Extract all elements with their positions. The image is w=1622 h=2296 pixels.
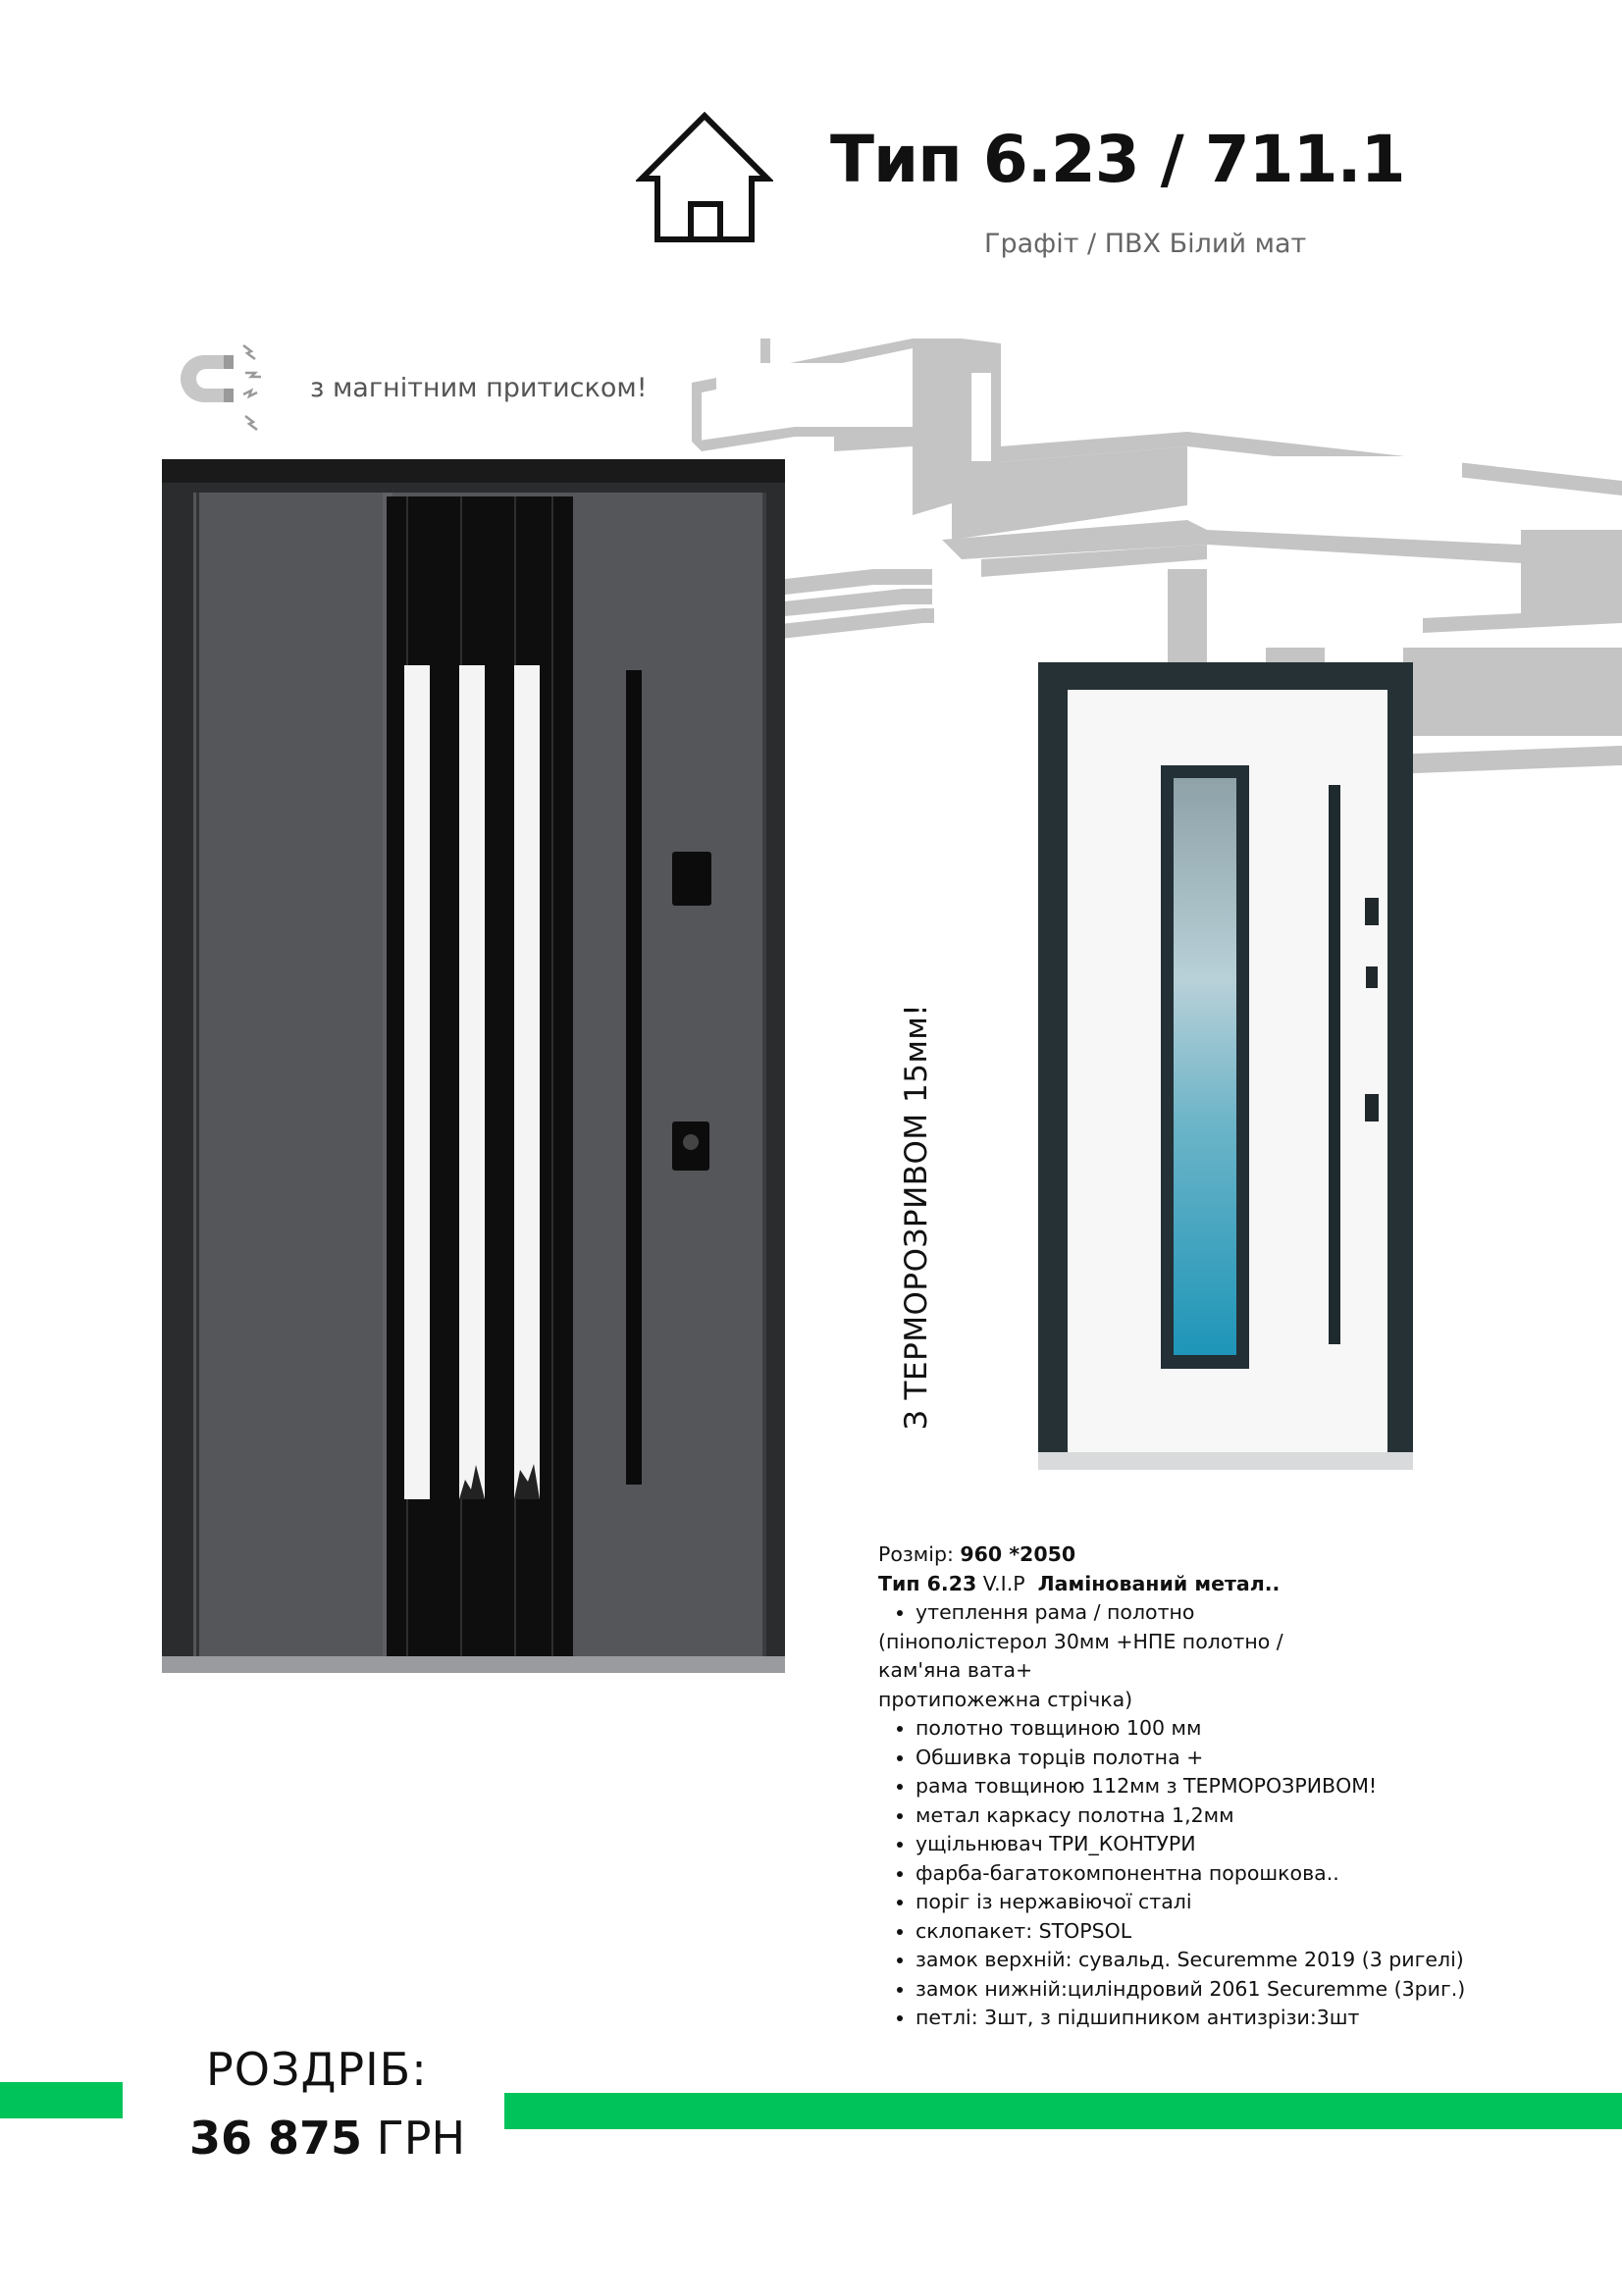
accent-bar-left [0,2082,123,2118]
vertical-text: З ТЕРМОРОЗРИВОМ 15мм! [899,1003,934,1431]
magnet-text: з магнітним притиском! [310,373,648,403]
spec-insulation-detail: (пінополістерол 30мм +НПЕ полотно / [878,1629,1283,1653]
spec-item: полотно товщиною 100 мм [916,1714,1565,1744]
spec-insulation: утеплення рама / полотно [916,1598,1565,1628]
spec-item: метал каркасу полотна 1,2мм [916,1801,1565,1831]
spec-item: Обшивка торців полотна + [916,1744,1565,1773]
price-amount: 36 875 [189,2112,363,2165]
spec-item: рама товщиною 112мм з ТЕРМОРОЗРИВОМ! [916,1772,1565,1801]
spec-type: Тип 6.23 V.I.P Ламінований метал.. [878,1571,1281,1595]
page-subtitle: Графіт / ПВХ Білий мат [984,229,1307,259]
spec-item: петлі: 3шт, з підшипником антизрізи:3шт [916,2004,1565,2033]
price-label: РОЗДРІБ: [206,2043,428,2096]
spec-item: замок нижній:циліндровий 2061 Securemme … [916,1975,1565,2005]
spec-item: поріг із нержавіючої сталі [916,1888,1565,1917]
magnet-icon [181,344,261,431]
price-value: 36 875 ГРН [189,2112,465,2165]
spec-size: Розмір: 960 *2050 [878,1542,1076,1566]
spec-list: полотно товщиною 100 мм Обшивка торців п… [878,1714,1565,2033]
accent-bar-right [504,2093,1622,2129]
door-image-graphite [162,459,785,1673]
door-image-white [1038,662,1413,1470]
spec-insulation-detail: кам'яна вата+ [878,1658,1033,1682]
spec-item: замок верхній: сувальд. Securemme 2019 (… [916,1946,1565,1975]
spec-list-top: утеплення рама / полотно [878,1598,1565,1628]
spec-item: ущільнювач ТРИ_КОНТУРИ [916,1830,1565,1859]
price-currency: ГРН [362,2112,466,2165]
spec-item: склопакет: STOPSOL [916,1917,1565,1947]
specifications: Розмір: 960 *2050 Тип 6.23 V.I.P Ламінов… [878,1540,1565,2033]
spec-insulation-detail: протипожежна стрічка) [878,1687,1133,1711]
thermal-break-callout: З ТЕРМОРОЗРИВОМ 15мм! [897,981,936,1452]
house-icon [636,111,773,242]
page-title: Тип 6.23 / 711.1 [830,122,1406,197]
spec-item: фарба-багатокомпонентна порошкова.. [916,1859,1565,1889]
